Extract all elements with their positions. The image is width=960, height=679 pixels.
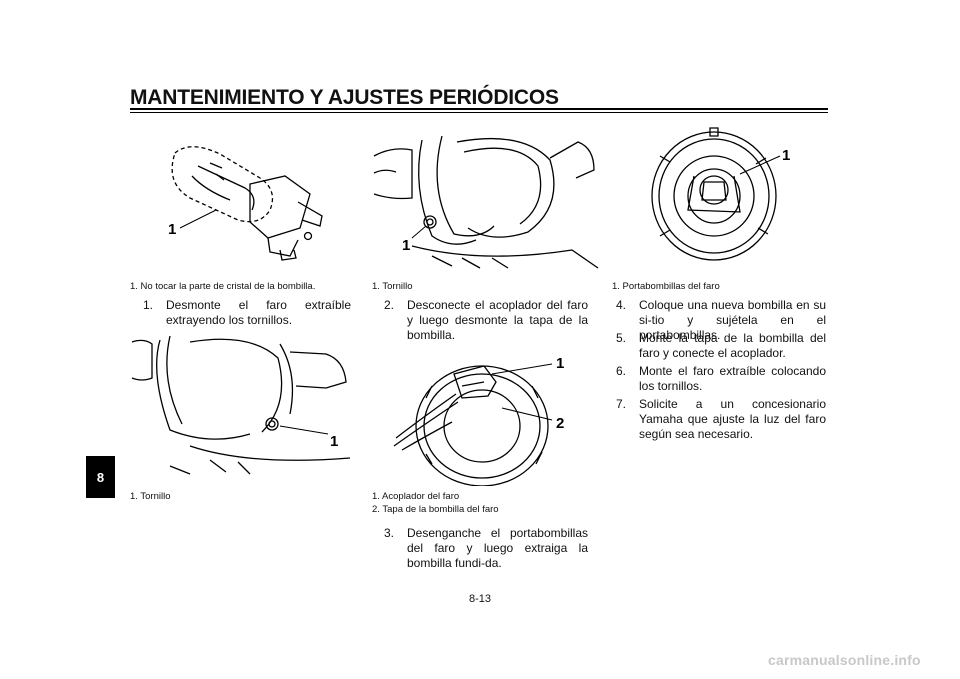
- chapter-tab: 8: [86, 456, 115, 498]
- coupler-callout-1: 1: [556, 355, 564, 372]
- bulb-holder-callout-1: 1: [782, 147, 790, 164]
- step-number: 5.: [616, 331, 627, 345]
- headlight-top-callout-1: 1: [402, 237, 410, 254]
- step-text: Desenganche el portabombillas del faro y…: [407, 526, 588, 570]
- step-text: Solicite a un concesionario Yamaha que a…: [639, 397, 826, 441]
- bulb-holder-illustration: 1: [640, 126, 810, 266]
- step-text: Monte el faro extraíble colocando los to…: [639, 364, 826, 393]
- headlight-screw-illustration: 1: [372, 128, 600, 270]
- page-number: 8-13: [468, 593, 492, 605]
- caption-line: 1. No tocar la parte de cristal de la bo…: [130, 281, 316, 292]
- bulb-holder-caption: 1. Portabombillas del faro: [612, 280, 720, 293]
- caption-line: 1. Portabombillas del faro: [612, 281, 720, 292]
- footer-watermark[interactable]: carmanualsonline.info: [768, 652, 921, 668]
- step-5: 5. Monte la tapa de la bombilla del faro…: [616, 331, 826, 361]
- coupler-callout-2: 2: [556, 415, 564, 432]
- coupler-cover-illustration: 1 2: [392, 346, 578, 486]
- bulb-illustration: 1: [150, 128, 350, 268]
- step-text: Desconecte el acoplador del faro y luego…: [407, 298, 588, 342]
- coupler-caption: 1. Acoplador del faro 2. Tapa de la bomb…: [372, 490, 499, 516]
- step-2: 2. Desconecte el acoplador del faro y lu…: [384, 298, 588, 343]
- headlight-left-illustration: 1: [130, 334, 350, 478]
- step-text: Coloque una nueva bombilla en su si-tio …: [639, 298, 826, 342]
- header-rule: [130, 108, 828, 110]
- step-3: 3. Desenganche el portabombillas del far…: [384, 526, 588, 571]
- headlight-left-callout-1: 1: [330, 433, 338, 450]
- step-number: 3.: [384, 526, 395, 540]
- step-number: 2.: [384, 298, 395, 312]
- caption-line: 1. Tornillo: [130, 491, 171, 502]
- headlight-top-caption: 1. Tornillo: [372, 280, 413, 293]
- header-rule-thin: [130, 112, 828, 113]
- caption-line: 1. Tornillo: [372, 281, 413, 292]
- step-1: 1. Desmonte el faro extraíble extrayendo…: [143, 298, 351, 328]
- bulb-caption: 1. No tocar la parte de cristal de la bo…: [130, 280, 315, 293]
- step-4: 4. Coloque una nueva bombilla en su si-t…: [616, 298, 826, 343]
- step-text: Desmonte el faro extraíble extrayendo lo…: [166, 298, 351, 327]
- caption-line: 1. Acoplador del faro: [372, 491, 460, 502]
- caption-line: 2. Tapa de la bombilla del faro: [372, 504, 499, 515]
- step-7: 7. Solicite a un concesionario Yamaha qu…: [616, 397, 826, 442]
- step-number: 6.: [616, 364, 627, 378]
- page-header-title: MANTENIMIENTO Y AJUSTES PERIÓDICOS: [130, 86, 559, 109]
- headlight-left-caption: 1. Tornillo: [130, 490, 171, 503]
- bulb-callout-1: 1: [168, 221, 176, 238]
- step-6: 6. Monte el faro extraíble colocando los…: [616, 364, 826, 394]
- step-number: 7.: [616, 397, 627, 411]
- step-text: Monte la tapa de la bombilla del faro y …: [639, 331, 826, 360]
- step-number: 4.: [616, 298, 627, 312]
- step-number: 1.: [143, 298, 154, 312]
